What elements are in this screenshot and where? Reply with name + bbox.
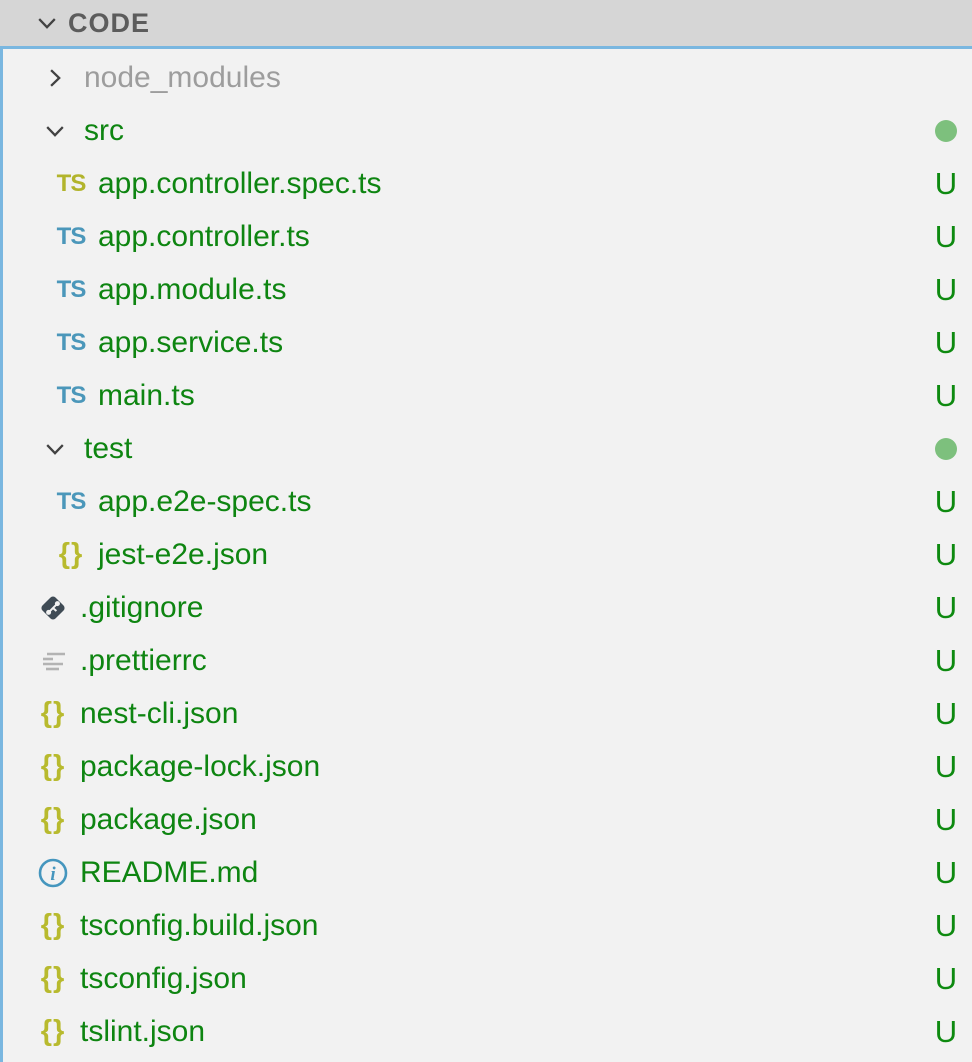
typescript-file-icon: TS — [56, 487, 87, 515]
git-untracked-badge: U — [934, 324, 958, 360]
svg-text:i: i — [50, 864, 56, 885]
tree-row-file-app.module.ts[interactable]: TS app.module.ts U — [3, 263, 972, 316]
tree-row-file-tslint.json[interactable]: {} tslint.json U — [3, 1005, 972, 1058]
typescript-spec-file-icon: TS — [56, 169, 87, 197]
file-label: app.controller.ts — [98, 219, 310, 253]
json-file-icon: {} — [40, 697, 66, 729]
git-untracked-badge: U — [934, 695, 958, 731]
file-label: tslint.json — [80, 1014, 206, 1048]
git-untracked-badge: U — [934, 748, 958, 784]
tree-row-folder-node_modules[interactable]: node_modules — [3, 51, 972, 104]
folder-label: node_modules — [84, 60, 281, 94]
tree-row-file-nest-cli.json[interactable]: {} nest-cli.json U — [3, 687, 972, 740]
chevron-right-icon — [36, 65, 74, 91]
tree-row-file-app.service.ts[interactable]: TS app.service.ts U — [3, 316, 972, 369]
file-label: main.ts — [98, 378, 195, 412]
tree-row-file-app.controller.spec.ts[interactable]: TS app.controller.spec.ts U — [3, 157, 972, 210]
text-lines-file-icon — [36, 645, 70, 677]
json-file-icon: {} — [40, 909, 66, 941]
file-label: package-lock.json — [80, 749, 321, 783]
git-untracked-badge: U — [934, 801, 958, 837]
tree-row-file-.prettierrc[interactable]: .prettierrc U — [3, 634, 972, 687]
tree-row-file-README.md[interactable]: i README.md U — [3, 846, 972, 899]
folder-label: test — [84, 431, 133, 465]
tree-row-folder-test[interactable]: test — [3, 422, 972, 475]
git-changes-dot-badge — [935, 119, 957, 142]
file-label: nest-cli.json — [80, 696, 239, 730]
file-label: app.e2e-spec.ts — [98, 484, 312, 518]
file-label: app.service.ts — [98, 325, 284, 359]
git-untracked-badge: U — [934, 218, 958, 254]
git-untracked-badge: U — [934, 165, 958, 201]
file-label: tsconfig.build.json — [80, 908, 319, 942]
tree-row-file-package.json[interactable]: {} package.json U — [3, 793, 972, 846]
tree-row-file-app.controller.ts[interactable]: TS app.controller.ts U — [3, 210, 972, 263]
git-untracked-badge: U — [934, 483, 958, 519]
typescript-file-icon: TS — [56, 381, 87, 409]
git-untracked-badge: U — [934, 642, 958, 678]
git-untracked-badge: U — [934, 854, 958, 890]
git-untracked-badge: U — [934, 960, 958, 996]
section-title: CODE — [68, 7, 151, 38]
git-file-icon — [36, 592, 70, 624]
json-file-icon: {} — [40, 1015, 66, 1047]
file-label: package.json — [80, 802, 257, 836]
git-untracked-badge: U — [934, 907, 958, 943]
file-label: .prettierrc — [80, 643, 207, 677]
tree-row-file-tsconfig.build.json[interactable]: {} tsconfig.build.json U — [3, 899, 972, 952]
tree-row-file-.gitignore[interactable]: .gitignore U — [3, 581, 972, 634]
git-untracked-badge: U — [934, 589, 958, 625]
git-untracked-badge: U — [934, 377, 958, 413]
json-file-icon: {} — [40, 962, 66, 994]
tree-row-file-tsconfig.json[interactable]: {} tsconfig.json U — [3, 952, 972, 1005]
folder-label: src — [84, 113, 124, 147]
json-file-icon: {} — [58, 538, 84, 570]
typescript-file-icon: TS — [56, 275, 87, 303]
explorer-section-header[interactable]: CODE — [0, 0, 972, 46]
file-label: jest-e2e.json — [98, 537, 269, 571]
file-label: README.md — [80, 855, 259, 889]
tree-row-file-app.e2e-spec.ts[interactable]: TS app.e2e-spec.ts U — [3, 475, 972, 528]
file-label: app.controller.spec.ts — [98, 166, 382, 200]
tree-row-file-jest-e2e.json[interactable]: {} jest-e2e.json U — [3, 528, 972, 581]
chevron-down-icon — [36, 436, 74, 462]
chevron-down-icon — [36, 118, 74, 144]
file-label: .gitignore — [80, 590, 204, 624]
git-untracked-badge: U — [934, 271, 958, 307]
tree-row-file-main.ts[interactable]: TS main.ts U — [3, 369, 972, 422]
info-readme-file-icon: i — [36, 856, 70, 890]
git-untracked-badge: U — [934, 1013, 958, 1049]
json-file-icon: {} — [40, 750, 66, 782]
typescript-file-icon: TS — [56, 222, 87, 250]
tree-row-file-package-lock.json[interactable]: {} package-lock.json U — [3, 740, 972, 793]
git-changes-dot-badge — [935, 437, 957, 460]
tree-row-folder-src[interactable]: src — [3, 104, 972, 157]
chevron-down-icon — [28, 10, 66, 36]
file-label: app.module.ts — [98, 272, 287, 306]
typescript-file-icon: TS — [56, 328, 87, 356]
git-untracked-badge: U — [934, 536, 958, 572]
file-label: tsconfig.json — [80, 961, 247, 995]
json-file-icon: {} — [40, 803, 66, 835]
